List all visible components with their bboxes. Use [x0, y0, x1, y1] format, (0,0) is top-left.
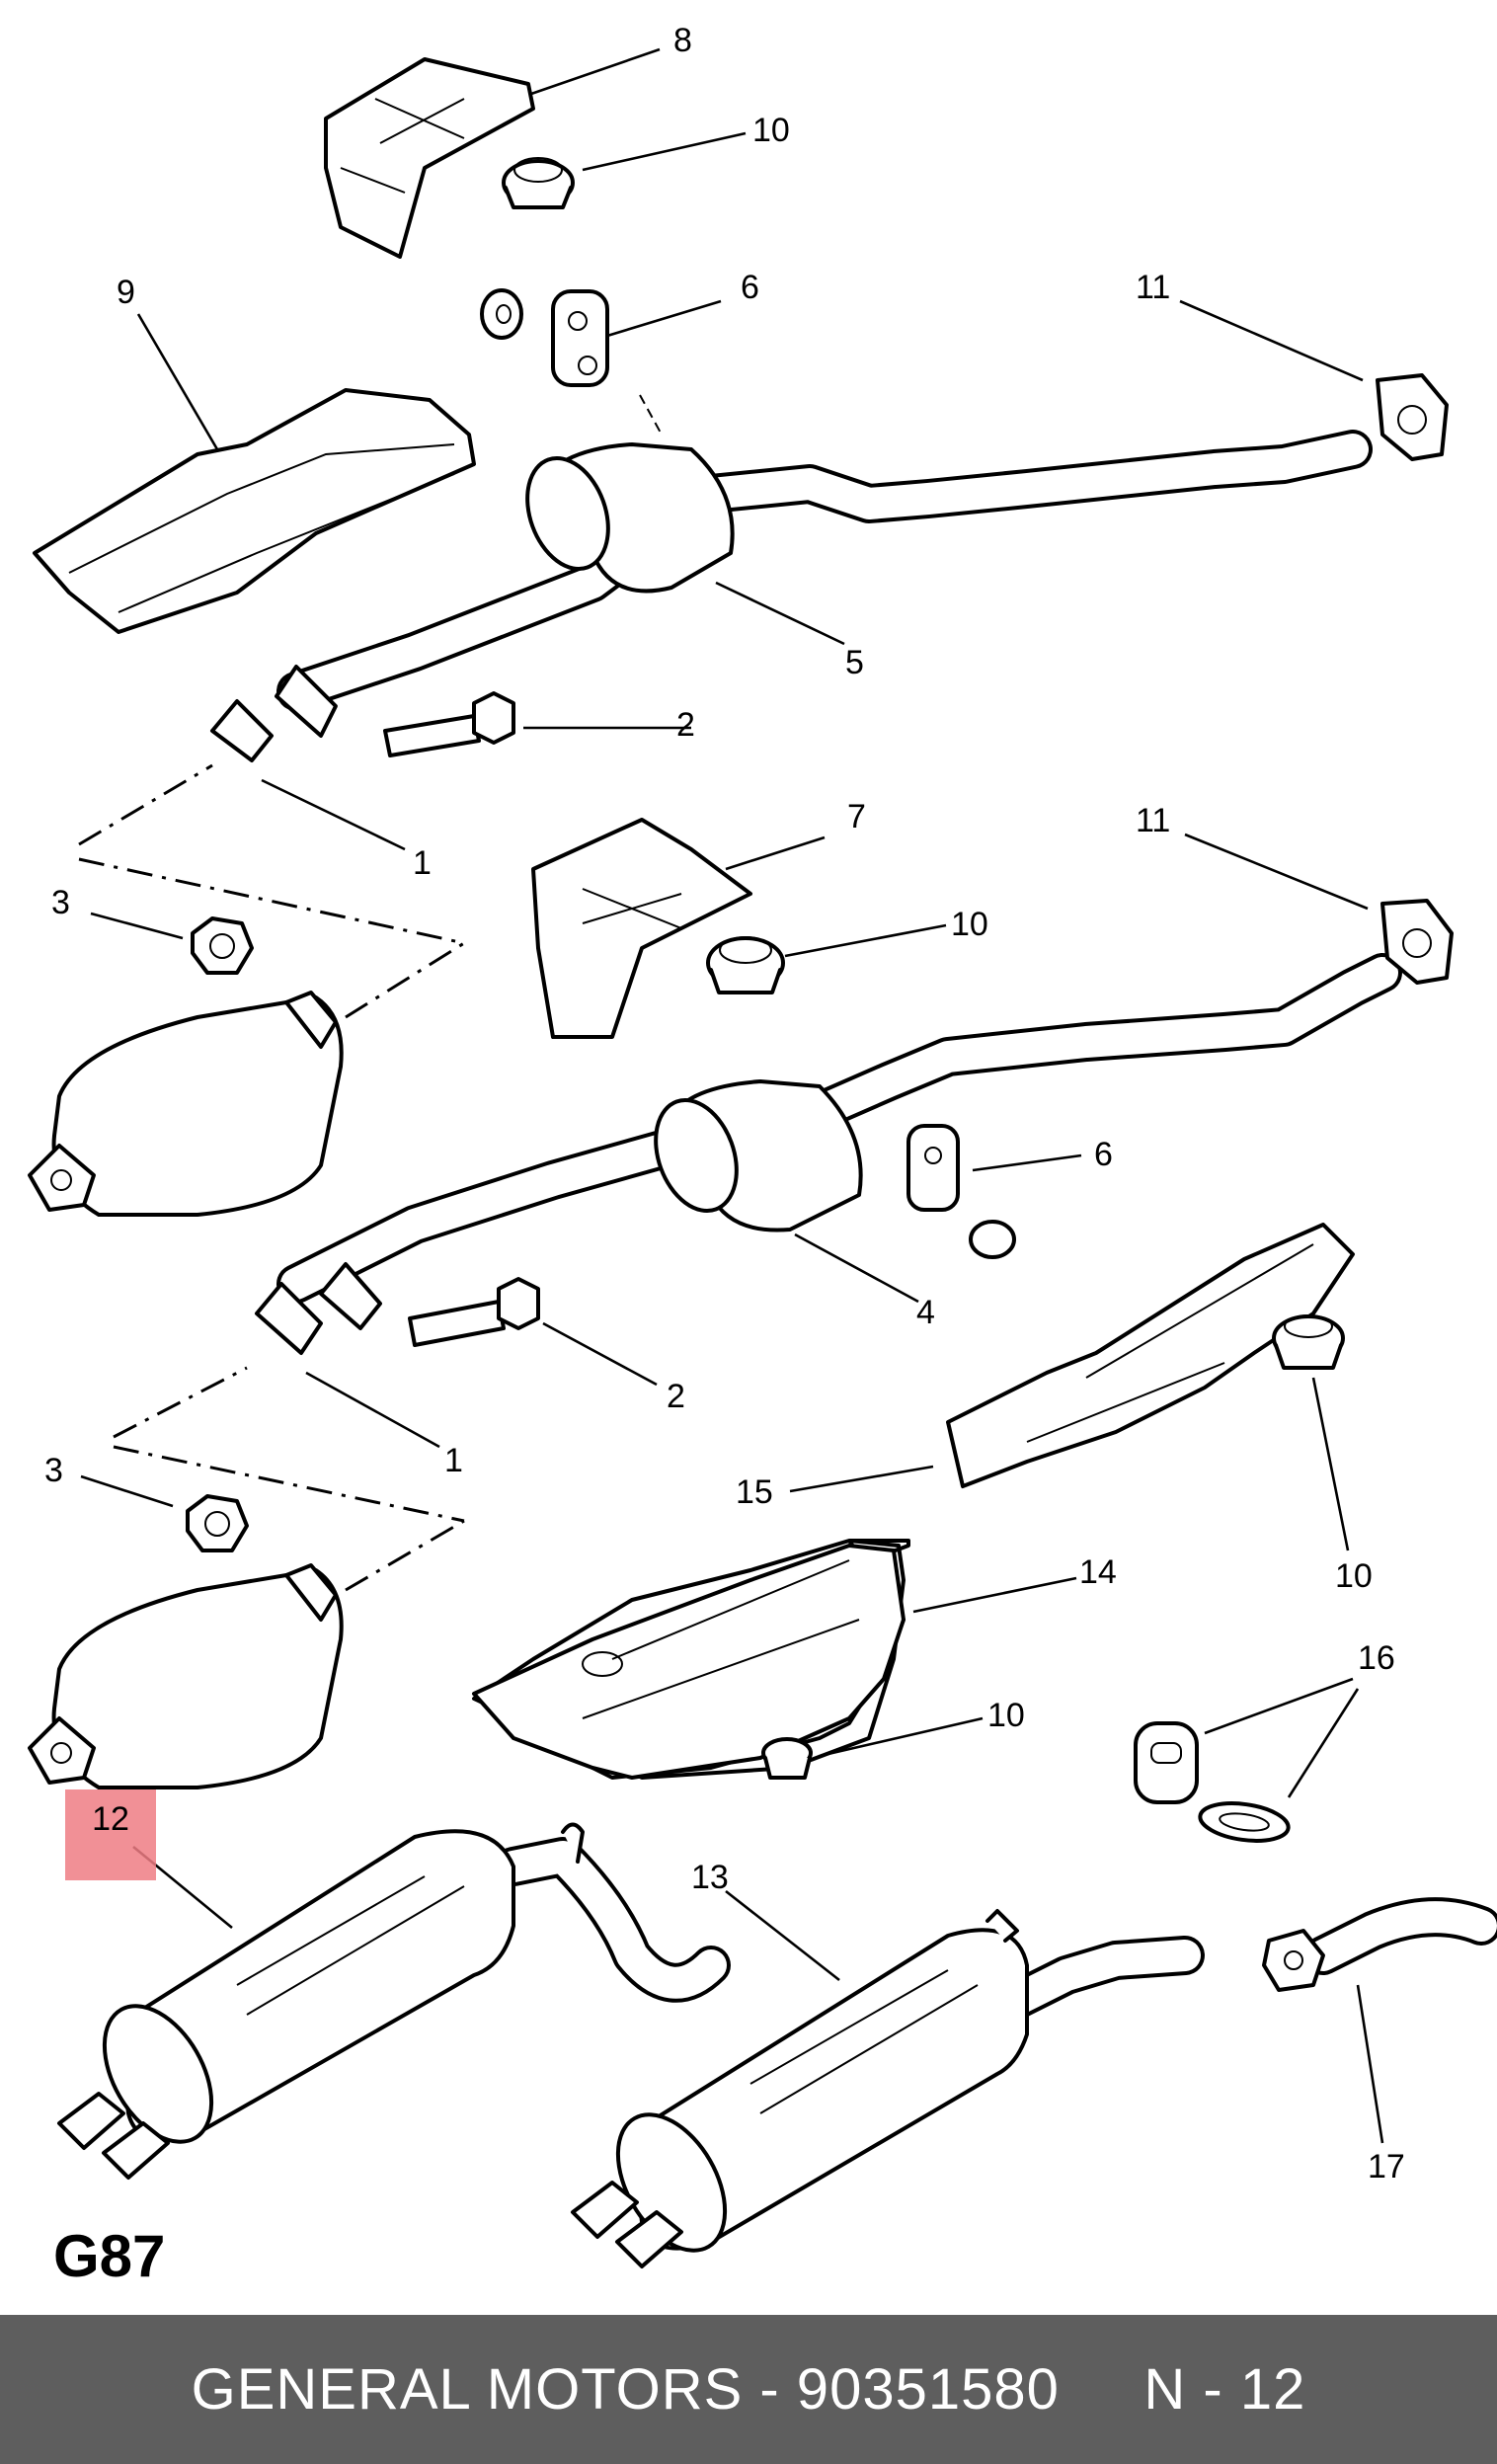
leader-lines	[80, 47, 1384, 2144]
callout-3: 3	[51, 884, 70, 921]
part-14-heat-shield	[472, 1539, 910, 1780]
part-11-clamp-top	[1376, 373, 1449, 461]
footer-banner: GENERAL MOTORS - 90351580 N - 12	[0, 2315, 1497, 2464]
callout-2: 2	[676, 706, 695, 744]
callout-9: 9	[117, 274, 135, 311]
catalytic-converter-lower	[28, 1563, 344, 1789]
part-6-hanger-mid	[906, 1124, 1016, 1259]
diagram-code: G87	[53, 2223, 166, 2289]
part-4-front-pipe	[255, 953, 1402, 1355]
callout-13: 13	[691, 1859, 729, 1896]
callout-8: 8	[673, 22, 692, 59]
callout-1: 1	[413, 844, 432, 882]
part-3-nut-lower	[186, 1494, 249, 1552]
callout-1: 1	[444, 1442, 463, 1479]
part-9-heat-shield	[33, 388, 476, 634]
callout-11: 11	[1136, 802, 1170, 839]
part-3-nut-upper	[191, 916, 254, 975]
footer-part-number: GENERAL MOTORS - 90351580 N - 12	[191, 2357, 1306, 2422]
part-2-bolt-mid	[408, 1277, 540, 1347]
callout-6: 6	[1094, 1136, 1113, 1173]
callout-10: 10	[752, 112, 790, 149]
callout-17: 17	[1368, 2148, 1405, 2186]
catalytic-converter-upper	[28, 991, 344, 1217]
callout-7: 7	[847, 798, 866, 835]
part-6-hanger-top	[480, 288, 663, 436]
callout-10: 10	[1335, 1557, 1373, 1595]
part-10-grommet-right	[1272, 1314, 1345, 1370]
part-12-rear-silencer	[57, 1822, 731, 2180]
part-17-tail-pipe	[1262, 1897, 1497, 1992]
callout-6: 6	[741, 269, 759, 306]
callout-5: 5	[845, 644, 864, 681]
callout-labels: 8 10 9 6 11 5 2 1 3 7 10 11 6 4 2 1 3 15…	[44, 22, 1405, 2186]
part-16-hangers	[1134, 1721, 1291, 1843]
exhaust-system-diagram: 8 10 9 6 11 5 2 1 3 7 10 11 6 4 2 1 3 15…	[28, 22, 1497, 2268]
callout-10: 10	[951, 906, 988, 943]
part-15-heat-shield	[946, 1223, 1355, 1488]
callout-11: 11	[1136, 269, 1170, 306]
part-7-bracket	[531, 818, 752, 1039]
callout-2: 2	[667, 1378, 685, 1415]
highlight-box	[65, 1789, 156, 1880]
callout-12-highlighted: 12	[92, 1800, 129, 1838]
part-2-bolt-top	[383, 691, 515, 757]
callout-10: 10	[987, 1697, 1025, 1734]
dash-leaders	[78, 763, 465, 1592]
part-11-clamp-mid	[1380, 899, 1454, 985]
part-5-middle-pipe	[210, 430, 1373, 762]
part-8-bracket	[324, 57, 535, 259]
part-13-rear-silencer	[571, 1909, 1205, 2268]
callout-14: 14	[1079, 1553, 1117, 1591]
callout-3: 3	[44, 1452, 63, 1489]
callout-16: 16	[1358, 1639, 1395, 1677]
part-10-grommet-mid	[706, 936, 785, 994]
part-10-grommet-lower	[761, 1737, 813, 1780]
callout-4: 4	[916, 1294, 935, 1331]
part-10-grommet-top	[502, 157, 575, 209]
callout-15: 15	[736, 1473, 773, 1511]
